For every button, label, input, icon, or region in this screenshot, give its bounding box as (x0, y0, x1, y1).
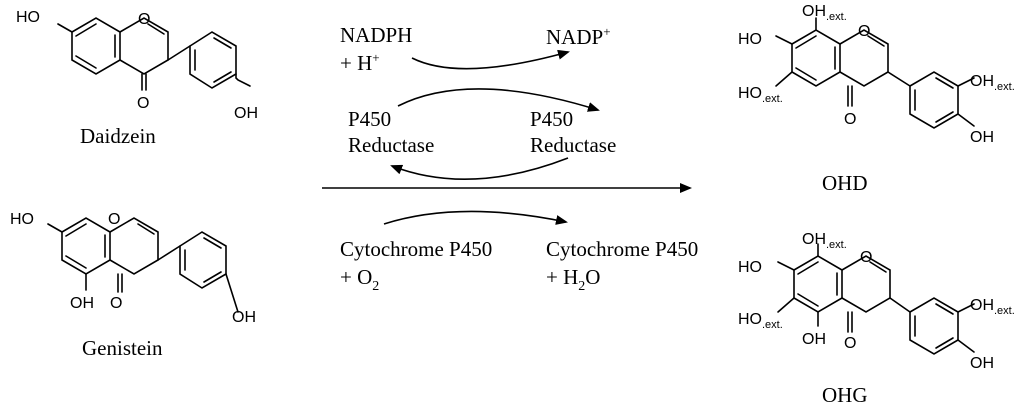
oh-5-label: OH (802, 331, 826, 348)
reductase-oxidize-arrow (390, 157, 569, 181)
daidzein-label: Daidzein (80, 124, 156, 148)
ohd-label: OHD (822, 171, 868, 195)
ring-oxygen-label: O (858, 23, 870, 40)
hydroxyl-5-label: OH (70, 295, 94, 312)
ring-oxygen-label: O (138, 11, 150, 28)
oh-3p-label: OH.ext. (970, 297, 1015, 317)
carbonyl-oxygen-label: O (844, 111, 856, 128)
oh-8-label: OH.ext. (802, 231, 847, 251)
h2o-label: + H2O (546, 265, 600, 294)
ring-oxygen-label: O (108, 211, 120, 228)
nadp-label: NADP+ (546, 24, 611, 49)
ohg-label: OHG (822, 383, 868, 407)
cytochrome-arrow (383, 210, 568, 225)
oh-6-label: HO.ext. (738, 311, 783, 331)
daidzein-structure: HO O O OH Daidzein (16, 9, 258, 148)
hydroxyl-7-label: HO (16, 9, 40, 26)
oh-8-label: OH.ext. (802, 3, 847, 23)
oh-3p-label: OH.ext. (970, 73, 1015, 93)
cytochrome-left-label: Cytochrome P450 (340, 237, 492, 261)
ohd-structure: OH.ext. HO HO.ext. O O OH.ext. OH OHD (738, 3, 1015, 195)
h-plus-label: + H+ (340, 50, 380, 75)
ring-oxygen-label: O (860, 249, 872, 266)
o2-label: + O2 (340, 265, 379, 294)
oh-7-label: HO (738, 259, 762, 276)
carbonyl-oxygen-label: O (137, 95, 149, 112)
genistein-label: Genistein (82, 336, 163, 360)
hydroxyl-4p-label: OH (232, 309, 256, 326)
ohg-structure: OH.ext. HO HO.ext. OH O O OH.ext. OH OHG (738, 231, 1015, 407)
nadph-to-nadp-arrow (411, 49, 570, 70)
reductase-right-label: Reductase (530, 133, 616, 157)
p450-right-label: P450 (530, 107, 573, 131)
carbonyl-oxygen-label: O (110, 295, 122, 312)
p450-left-label: P450 (348, 107, 391, 131)
cytochrome-cycle: Cytochrome P450 + O2 Cytochrome P450 + H… (340, 210, 698, 294)
carbonyl-oxygen-label: O (844, 335, 856, 352)
nadph-cycle: NADPH + H+ NADP+ P450 Reductase P450 Red… (340, 23, 616, 181)
reductase-left-label: Reductase (348, 133, 434, 157)
genistein-structure: HO O O OH OH Genistein (10, 211, 256, 360)
hydroxyl-7-label: HO (10, 211, 34, 228)
hydroxyl-4p-label: OH (234, 105, 258, 122)
nadph-label: NADPH (340, 23, 412, 47)
oh-4p-label: OH (970, 129, 994, 146)
oh-4p-label: OH (970, 355, 994, 372)
oh-6-label: HO.ext. (738, 85, 783, 105)
cytochrome-right-label: Cytochrome P450 (546, 237, 698, 261)
oh-7-label: HO (738, 31, 762, 48)
reductase-reduce-arrow (397, 88, 600, 112)
